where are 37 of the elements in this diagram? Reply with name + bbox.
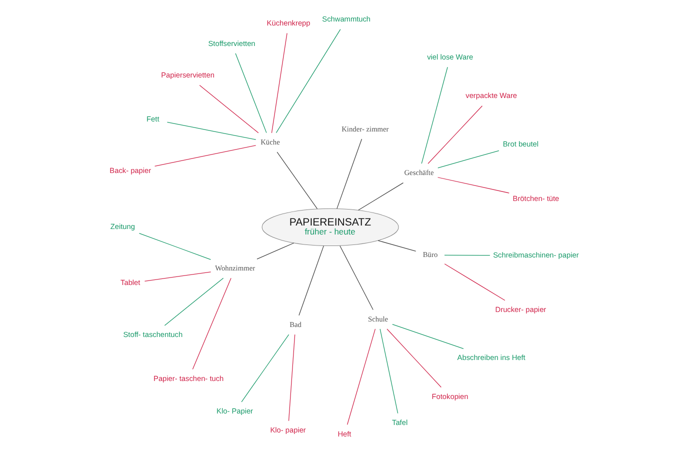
node-text: Geschäfte	[404, 168, 434, 178]
node-text: Kinder- zimmer	[342, 124, 389, 134]
connector	[444, 264, 506, 301]
connector	[380, 328, 398, 414]
connector	[154, 145, 256, 166]
connector	[138, 232, 212, 260]
connector	[288, 334, 296, 422]
connector	[346, 328, 376, 425]
connector	[428, 106, 483, 164]
connector	[378, 240, 416, 252]
connector	[199, 84, 259, 134]
connector	[276, 152, 318, 210]
node-text: Bad	[290, 320, 302, 329]
connector	[276, 28, 341, 134]
connector	[271, 32, 288, 134]
connector	[192, 278, 232, 370]
connector	[256, 242, 294, 260]
connector	[421, 66, 448, 164]
connector	[392, 324, 464, 349]
connector	[437, 177, 510, 194]
connector	[164, 278, 224, 326]
connector	[386, 328, 442, 388]
connector	[336, 138, 362, 209]
connector	[241, 334, 290, 402]
node-text: Küche	[260, 137, 280, 146]
node-text: Büro	[422, 250, 438, 260]
connector	[358, 182, 404, 210]
connector	[166, 122, 256, 140]
connector	[444, 254, 490, 256]
connector	[340, 246, 374, 310]
connector	[298, 246, 324, 316]
connector	[144, 272, 212, 282]
connector	[438, 150, 500, 168]
connector	[235, 53, 267, 134]
node-text: Wohnzimmer	[215, 263, 256, 272]
node-ellipse: PAPIEREINSATZ früher - heute	[262, 208, 399, 246]
node-text: Schule	[368, 314, 388, 324]
